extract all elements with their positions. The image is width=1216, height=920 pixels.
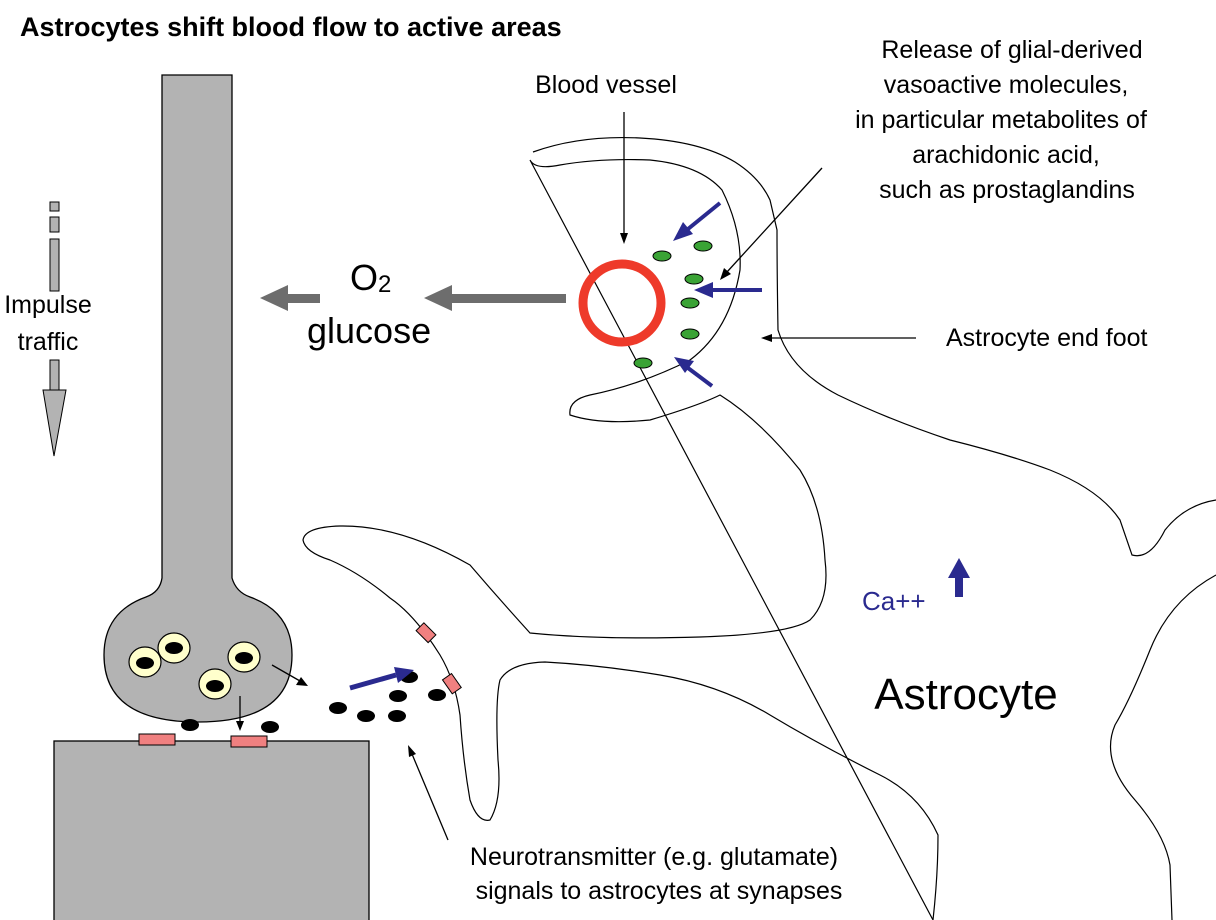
vasoactive-arrows <box>673 201 762 388</box>
svg-text:vasoactive molecules,: vasoactive molecules, <box>884 71 1129 99</box>
receptor <box>138 733 176 746</box>
vesicle <box>157 632 191 664</box>
blood-vessel-pointer <box>620 112 628 244</box>
neurotransmitter-pointer <box>408 745 449 841</box>
blood-vessel <box>578 259 666 347</box>
neurotransmitter-label: Neurotransmitter (e.g. glutamate) <box>470 843 838 871</box>
svg-text:in particular metabolites of: in particular metabolites of <box>855 106 1147 134</box>
impulse-traffic-label: Impulse <box>4 291 92 319</box>
release-pointer <box>720 167 823 280</box>
vesicle <box>227 641 261 673</box>
astrocyte-receptor <box>441 672 462 695</box>
astrocyte-receptor <box>415 622 437 644</box>
flow-arrow-neuron <box>260 285 320 311</box>
release-text: Release of glial-derived vasoactive mole… <box>855 36 1147 204</box>
vesicle <box>198 668 232 700</box>
svg-text:Release of glial-derived: Release of glial-derived <box>881 36 1142 64</box>
receptor <box>230 735 268 748</box>
glutamate-signal-arrow <box>349 667 414 691</box>
neurotransmitter-molecules <box>181 671 446 733</box>
release-arrow-down <box>236 696 244 731</box>
neuron-axon-terminal <box>103 74 293 723</box>
flow-arrow-vessel <box>424 285 566 311</box>
end-foot-pointer <box>761 334 916 342</box>
astrocyte-label: Astrocyte <box>874 670 1057 719</box>
glucose-label: glucose <box>307 310 431 351</box>
impulse-traffic-label: traffic <box>18 328 79 356</box>
diagram-title: Astrocytes shift blood flow to active ar… <box>20 12 562 42</box>
o2-label: O2 <box>350 257 391 298</box>
vasoactive-molecules <box>633 240 713 369</box>
calcium-up-arrow <box>948 558 970 597</box>
svg-text:such as prostaglandins: such as prostaglandins <box>879 176 1135 204</box>
blood-vessel-label: Blood vessel <box>535 71 677 99</box>
spillover-arrow <box>271 664 308 686</box>
synaptic-vesicles <box>128 632 261 700</box>
astrocyte-outline <box>302 136 1216 920</box>
impulse-traffic-arrow <box>42 201 67 457</box>
end-foot-label: Astrocyte end foot <box>946 324 1148 352</box>
calcium-label: Ca++ <box>862 586 926 616</box>
postsynaptic-neuron <box>53 740 370 920</box>
svg-text:arachidonic acid,: arachidonic acid, <box>912 141 1100 169</box>
vesicle <box>128 646 162 678</box>
neurotransmitter-label: signals to astrocytes at synapses <box>476 877 843 905</box>
